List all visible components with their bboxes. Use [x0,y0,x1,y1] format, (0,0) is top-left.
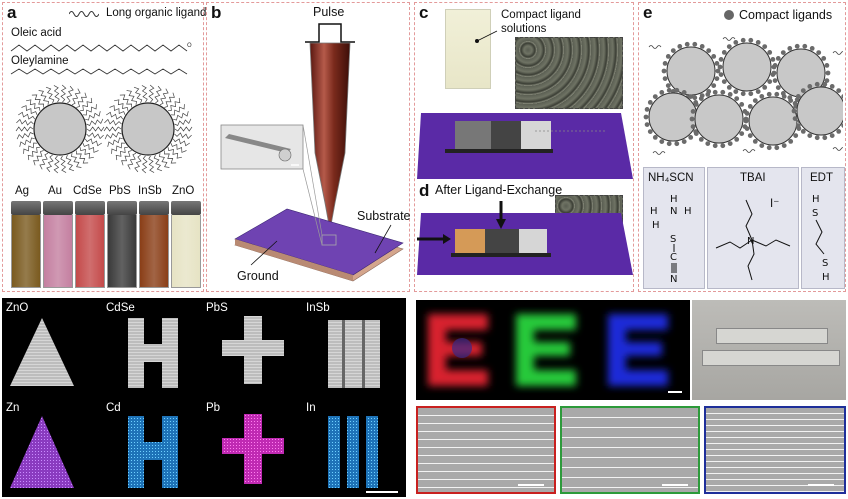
panel-a-letter: a [7,3,17,22]
oleic-acid-structure: O [10,42,192,52]
label-zno: ZnO [6,302,29,314]
panel-c-letter: c [419,3,429,22]
svg-text:H: H [822,272,830,283]
panel-c-annotations [475,30,498,43]
oleylamine-label: Oleylamine [11,55,69,67]
vial-zno [171,201,201,288]
ligand-box-tbai: TBAI I⁻ N [707,167,799,289]
nanocrystal-superlattice-image [515,37,623,109]
ligand-solution-vial [445,9,491,89]
printing-nozzle [220,42,404,282]
pbs-cross [222,316,284,384]
sem-lines-blue [704,406,846,494]
substrate-c [417,113,633,179]
vial-au [43,201,73,288]
sem-eds-panel: ZnO CdSe PbS InSb Zn Cd Pb In [2,298,406,497]
vial-pbs [107,201,137,288]
panel-a: a Long organic ligands Oleic acid O Oley… [2,2,212,292]
in-bars [328,416,378,488]
cdse-h [128,318,178,388]
nh4scn-label: NH₄SCN [648,172,694,184]
edt-label: EDT [810,172,833,184]
vial-ag [11,201,41,288]
panel-e-letter: e [643,3,653,22]
pulse-waveform-icon [305,23,355,43]
compact-ligand-dot-icon [724,10,734,20]
label-cdse: CdSe [106,302,135,314]
long-ligands-legend: Long organic ligands [106,7,213,19]
after-exchange-label: After Ligand-Exchange [435,183,563,197]
compact-solutions-label-1: Compact ligand [501,9,581,21]
svg-text:S: S [812,208,818,219]
panel-b-letter: b [211,3,222,22]
svg-text:S: S [822,258,828,269]
fluorescence-panel [416,300,690,400]
sem-lines-red [416,406,556,494]
cd-h [128,416,178,488]
svg-text:N: N [670,274,677,285]
label-zn: Zn [6,402,20,414]
optical-image [692,300,846,400]
panel-cd: c Compact ligand solutions d After Ligan… [414,2,634,292]
pulse-label: Pulse [313,5,345,19]
label-in: In [306,402,316,414]
insb-bars [328,320,380,388]
vial-label-zno: ZnO [172,185,195,197]
svg-text:H: H [652,220,660,231]
vial-cdse [75,201,105,288]
substrate-label: Substrate [357,209,411,223]
oleylamine-structure [10,68,188,75]
compact-nanoparticle-array [643,37,843,155]
zn-triangle [10,416,74,488]
svg-text:H: H [812,194,820,205]
sem-lines-green [560,406,700,494]
label-pb: Pb [206,402,221,414]
panel-b: b Pulse Substrate Ground [206,2,411,292]
svg-text:N: N [670,206,677,217]
label-cd: Cd [106,402,121,414]
svg-text:N: N [747,236,754,247]
pb-cross [222,414,284,484]
svg-text:H: H [650,206,658,217]
panel-d-letter: d [419,181,430,200]
fluorescence-e-letters [428,314,682,393]
svg-text:C: C [670,252,677,263]
svg-text:S: S [670,234,676,245]
iodide-label: I⁻ [770,198,780,210]
substrate-d [417,201,633,275]
compact-ligands-legend: Compact ligands [739,8,833,22]
sem-eds-shapes [10,316,398,493]
tbai-label: TBAI [740,172,766,184]
vials-row: Ag Au CdSe PbS InSb ZnO [7,185,203,289]
tbai-structure: N [715,199,791,281]
vial-label-au: Au [48,185,63,197]
svg-text:H: H [684,206,692,217]
vial-label-pbs: PbS [109,185,131,197]
nanoparticles-with-ligands [15,84,193,174]
wavy-ligand-icon [69,11,99,17]
vial-label-cdse: CdSe [73,185,102,197]
oleic-acid-label: Oleic acid [11,27,62,39]
ground-label: Ground [237,269,279,283]
svg-text:H: H [670,194,678,205]
vial-insb [139,201,169,288]
zno-triangle [10,318,74,386]
label-insb: InSb [306,302,330,314]
vial-label-insb: InSb [138,185,162,197]
compact-solutions-label-2: solutions [501,23,547,35]
vial-label-ag: Ag [15,185,30,197]
svg-text:O: O [187,42,192,49]
label-pbs: PbS [206,302,228,314]
